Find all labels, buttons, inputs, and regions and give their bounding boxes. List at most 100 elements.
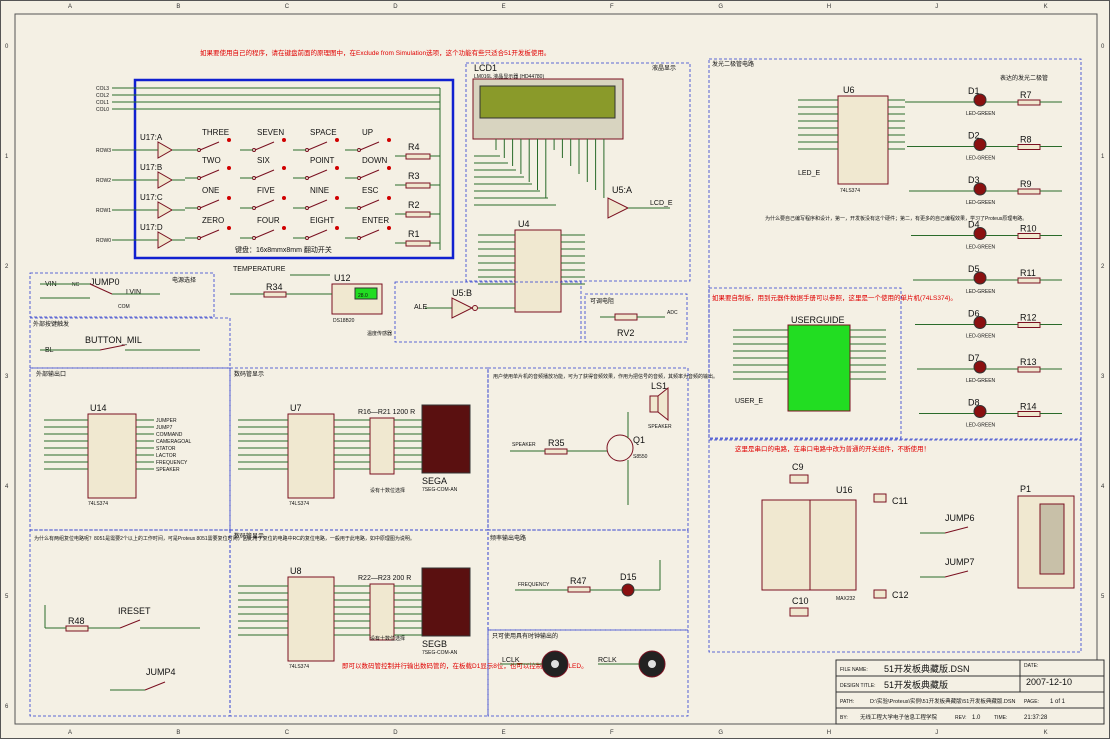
u14-output-label: LACTOR [156, 453, 177, 459]
key-label: FOUR [257, 216, 280, 225]
r48-ref: R48 [68, 616, 85, 626]
buffer-ref: U17:A [140, 133, 163, 142]
led-resistor [1017, 144, 1041, 150]
led-resistor-ref: R12 [1020, 313, 1037, 323]
jump0-ref: JUMP0 [90, 277, 120, 287]
clock-block: 只可使用具有时钟输出的 LCLK RCLK [487, 629, 689, 717]
u8-res-array: R22—R23 200 R [358, 575, 411, 582]
file-name-label: FILE NAME: [840, 667, 868, 673]
grid-col-label: H [827, 730, 831, 736]
d15-led [621, 583, 635, 597]
speaker-note: 用户使用单片机的音频播放功能，可为了获得音频效果，作用为把信号的音频，其频率为音… [493, 373, 718, 380]
led-note: 为什么要自己编写程序和设计，第一，开发板没有这个硬件；第二，有更多的自己编程效果… [765, 215, 1027, 222]
rv2-block: 可调电阻 RV2 ADC [584, 293, 688, 343]
key-resistor [405, 153, 431, 160]
u14-output-label: SPEAKER [156, 467, 180, 473]
key-contact [227, 226, 231, 230]
u8-chip [287, 576, 335, 662]
led-ref: D8 [968, 398, 980, 408]
rv2-region [584, 293, 688, 343]
grid-col-label: H [827, 4, 831, 10]
rv2-resistor [614, 313, 638, 321]
c10 [789, 607, 809, 617]
u7-note: 设有十数位选择 [370, 487, 405, 494]
time: 21:37:28 [1024, 715, 1048, 721]
key-label: ENTER [362, 216, 389, 225]
u8-resistor-array [369, 583, 395, 641]
userguide-ref: USERGUIDE [791, 315, 845, 325]
row-label: ROW3 [96, 148, 111, 154]
jump0-nc: NC [72, 282, 80, 288]
col-label: COL0 [96, 107, 109, 113]
rs232-region [708, 439, 1082, 653]
grid-row-label: 1 [1101, 154, 1105, 160]
led-resistor [1017, 322, 1041, 328]
u6-chip [837, 95, 889, 185]
led [973, 271, 987, 285]
ls1-ref: LS1 [651, 381, 667, 391]
segb-display [421, 567, 471, 637]
u14-output-label: JUMP7 [156, 425, 173, 431]
grid-row-label: 5 [1101, 594, 1105, 600]
by: 无线工程大学电子信息工程学院 [860, 713, 938, 721]
led-resistor [1017, 411, 1041, 417]
file-name: 51开发板典藏版.DSN [884, 663, 970, 674]
u12-part: DS18B20 [333, 318, 355, 324]
c11 [873, 493, 887, 503]
freq-label: FREQUENCY [518, 582, 550, 588]
keypad-note: 如果要使用自己的程序，请在键盘前面的原理图中，在Exclude from Sim… [200, 48, 550, 57]
reset-note: 为什么有两组复位电路呢？8051是需要2个以上的工作时间，可是Proteus 8… [34, 535, 415, 542]
grid-row-label: 0 [5, 44, 9, 50]
u8-note: 设有十数位选择 [370, 635, 405, 642]
clock-note: 只可使用具有时钟输出的 [492, 632, 558, 640]
grid-row-label: 2 [5, 264, 9, 270]
time-label: TIME: [994, 715, 1007, 721]
p1-ref: P1 [1020, 484, 1031, 494]
r34-ref: R34 [266, 282, 283, 292]
rv2-section: 可调电阻 [590, 297, 614, 305]
key-resistor-ref: R1 [408, 229, 420, 239]
led [973, 227, 987, 240]
led-region [708, 58, 1082, 440]
keypad-block: 如果要使用自己的程序，请在键盘前面的原理图中，在Exclude from Sim… [96, 48, 550, 260]
led-ref: D7 [968, 353, 980, 363]
c9-ref: C9 [792, 462, 804, 472]
grid-col-label: F [610, 730, 614, 736]
u5b-block: U5:B ALE [394, 281, 582, 343]
grid-col-label: K [1044, 730, 1048, 736]
key-contact [335, 166, 339, 170]
led-resistor [1017, 233, 1041, 239]
led-part: LED-GREEN [966, 200, 996, 206]
c12 [873, 589, 887, 599]
u14-output-label: JUMPER [156, 418, 177, 424]
grid-col-label: G [718, 4, 723, 10]
key-contact [335, 226, 339, 230]
led-part: LED-GREEN [966, 245, 996, 251]
segb-ref: SEGB [422, 639, 447, 649]
grid-row-label: 3 [1101, 374, 1105, 380]
grid-col-label: E [502, 730, 506, 736]
q1-part: S8550 [633, 454, 648, 460]
grid-col-label: D [393, 730, 398, 736]
grid-col-label: C [285, 730, 290, 736]
lcd-ref: LCD1 [474, 63, 497, 73]
key-contact [282, 166, 286, 170]
u5b-ref: U5:B [452, 288, 472, 298]
c10-ref: C10 [792, 596, 809, 606]
u8-ref: U8 [290, 566, 302, 576]
userguide-block: 如果要自制板，用到元器件数据手册可以参照，这里是一个使用的单片机(74LS374… [708, 287, 957, 439]
jump0-com: COM [118, 304, 130, 310]
jump4-ref: JUMP4 [146, 667, 176, 677]
grid-col-label: A [68, 730, 72, 736]
key-contact [282, 138, 286, 142]
key-contact [387, 226, 391, 230]
key-label: ZERO [202, 216, 224, 225]
u7-resistor-array [369, 417, 395, 475]
u14-output-label: CAMERAGOAL [156, 439, 192, 445]
inner-border [14, 13, 1098, 725]
led-part: LED-GREEN [966, 156, 996, 162]
u12-ref: U12 [334, 273, 351, 283]
sega-display [421, 404, 471, 474]
key-label: UP [362, 128, 373, 137]
u14-chip [87, 413, 137, 499]
